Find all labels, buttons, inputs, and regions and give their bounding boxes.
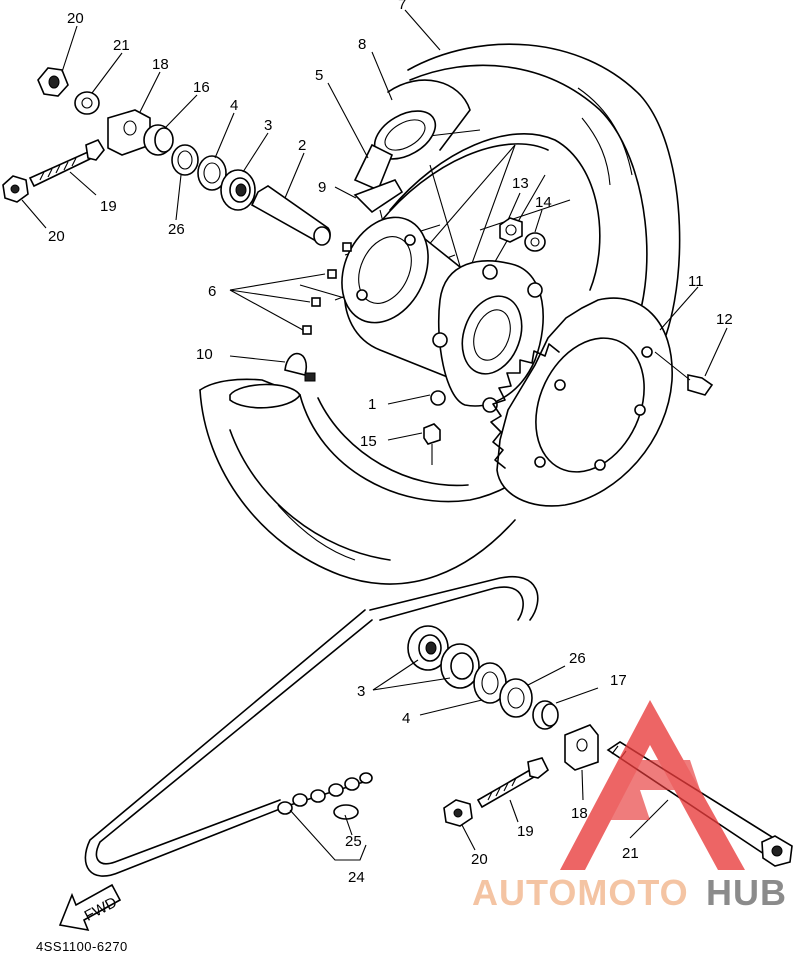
callout-17: 17 xyxy=(610,672,627,689)
chain-joint xyxy=(277,772,373,820)
callout-2: 2 xyxy=(298,137,306,154)
collar-16 xyxy=(143,124,174,156)
adjuster-block-18 xyxy=(107,109,151,156)
nut-22 xyxy=(37,67,69,97)
callout-13: 13 xyxy=(512,175,529,192)
watermark-triangle-outer xyxy=(560,700,745,870)
axle-bolt-19 xyxy=(28,138,105,188)
nut-13 xyxy=(499,217,523,243)
watermark-triangle-inner xyxy=(600,760,700,820)
callout-8: 8 xyxy=(358,36,366,53)
rim-lock xyxy=(353,79,471,214)
callout-19: 19 xyxy=(100,198,117,215)
callout-12: 12 xyxy=(716,311,733,328)
callout-3-lower: 3 xyxy=(357,683,365,700)
callout-22: 20 xyxy=(67,10,84,27)
callout-6: 6 xyxy=(208,283,216,300)
callout-15: 15 xyxy=(360,433,377,450)
seal-26 xyxy=(171,144,199,176)
callout-26-lower: 26 xyxy=(569,650,586,667)
hub xyxy=(341,216,544,413)
callout-18: 18 xyxy=(152,56,169,73)
callout-24: 24 xyxy=(348,869,365,886)
bearing-3 xyxy=(220,169,256,211)
seal-26-lower xyxy=(499,678,533,718)
callout-26: 26 xyxy=(168,221,185,238)
spacer-4 xyxy=(197,155,227,191)
callout-9: 9 xyxy=(318,179,326,196)
callout-1: 1 xyxy=(368,396,376,413)
bearing-3-lower xyxy=(407,625,480,689)
callout-7: 7 xyxy=(398,0,406,13)
automotohub-watermark: AUTOMOTO HUB xyxy=(472,700,787,913)
callout-11: 11 xyxy=(688,273,704,290)
callout-10: 10 xyxy=(196,346,213,363)
washer-14 xyxy=(524,232,546,252)
nut-20-lower xyxy=(443,799,473,827)
callout-16: 16 xyxy=(193,79,210,96)
callout-25: 25 xyxy=(345,833,362,850)
nut-20 xyxy=(2,175,29,203)
collar-2 xyxy=(250,185,331,246)
forward-arrow: FWD xyxy=(58,883,122,932)
spacer-4-lower xyxy=(473,662,507,704)
sprocket-bolt xyxy=(654,351,714,396)
callout-14: 14 xyxy=(535,194,552,211)
washer-23 xyxy=(74,91,100,115)
callout-20: 20 xyxy=(48,228,65,245)
drive-chain xyxy=(84,575,539,877)
callout-labels: 20 21 18 16 4 3 2 7 8 5 9 13 14 11 12 6 … xyxy=(48,0,733,886)
callout-4-lower: 4 xyxy=(402,710,410,727)
sprocket xyxy=(490,297,673,507)
adjuster-block-18-lower xyxy=(564,724,599,771)
callout-4: 4 xyxy=(230,97,238,114)
axle-bolt-19-lower xyxy=(476,757,550,809)
balancer-weight xyxy=(229,352,316,409)
callout-3: 3 xyxy=(264,117,272,134)
diagram-code: 4SS1100-6270 xyxy=(36,939,128,954)
callout-20-lower: 20 xyxy=(471,851,488,868)
callout-5: 5 xyxy=(315,67,323,84)
callout-21: 21 xyxy=(622,845,639,862)
watermark-text-hub: HUB xyxy=(706,872,787,913)
watermark-text-automoto: AUTOMOTO xyxy=(472,872,689,913)
bolt-15 xyxy=(423,423,441,465)
collar-17 xyxy=(532,700,559,730)
leader-lines xyxy=(21,9,728,861)
callout-23: 21 xyxy=(113,37,130,54)
spoke-nipples xyxy=(302,242,352,335)
callout-19-lower: 19 xyxy=(517,823,534,840)
callout-18-lower: 18 xyxy=(571,805,588,822)
